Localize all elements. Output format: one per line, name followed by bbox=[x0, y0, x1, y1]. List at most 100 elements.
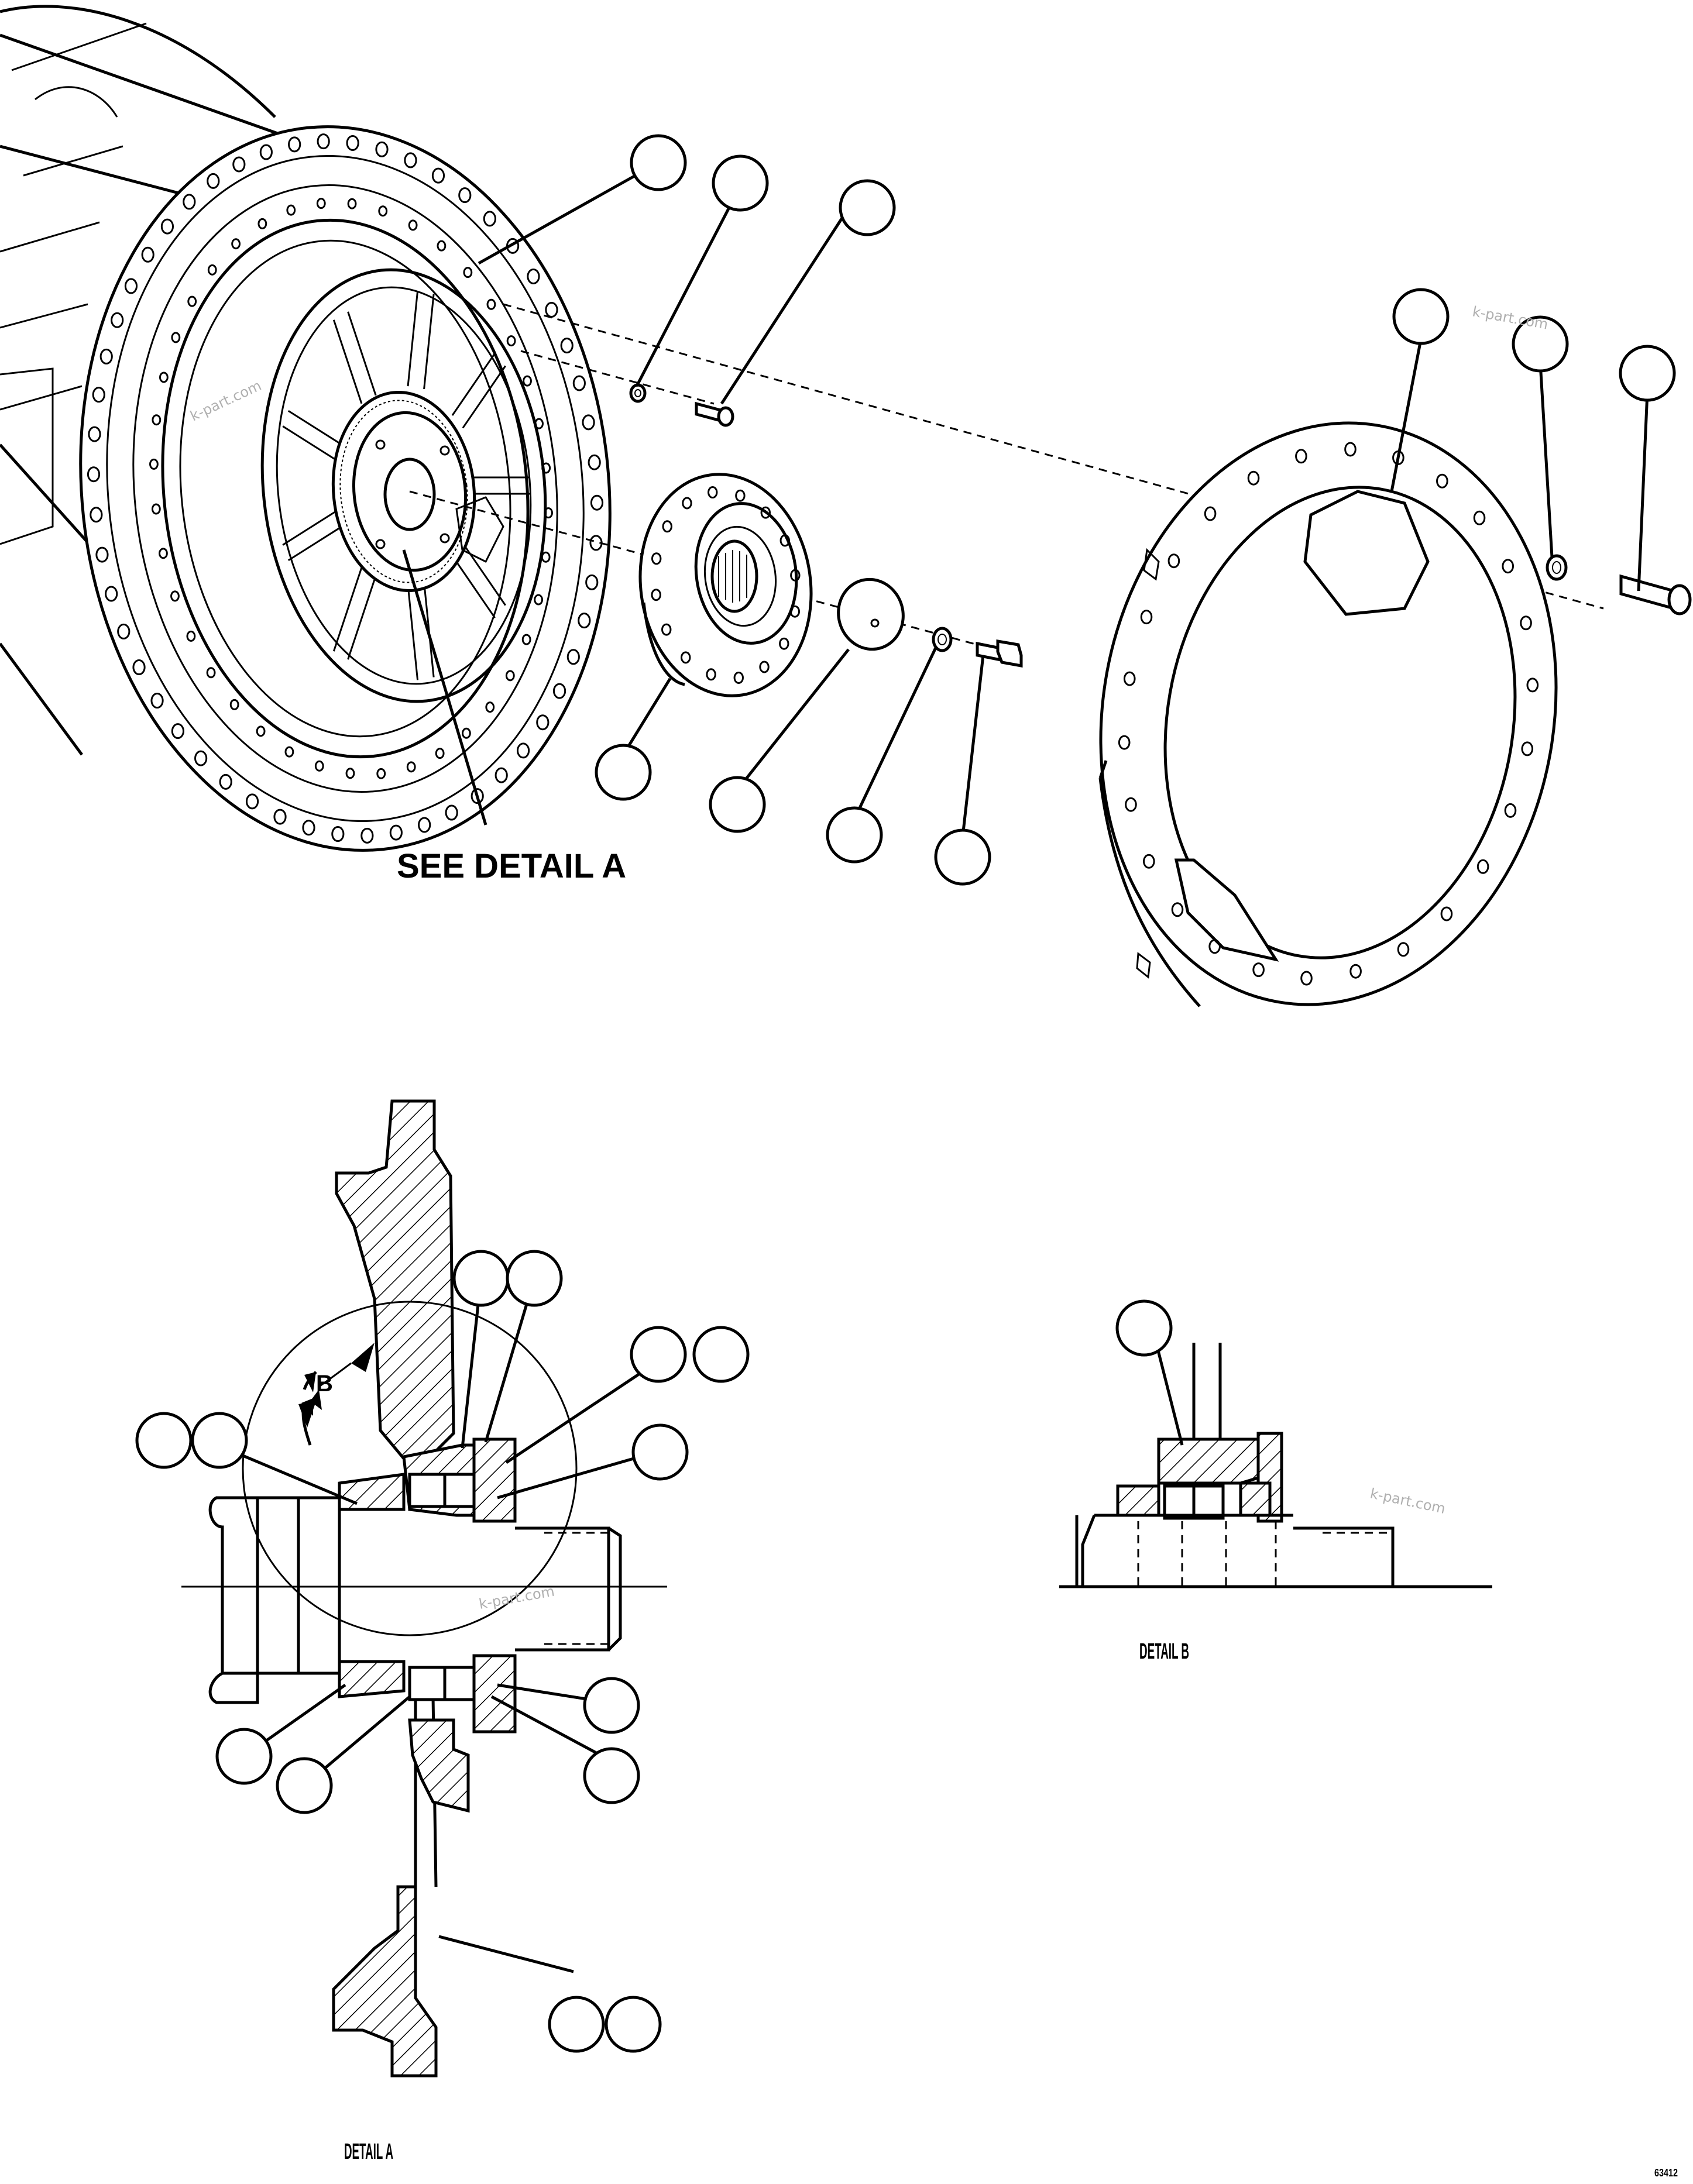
detail-b-boundary-circle bbox=[242, 1301, 578, 1636]
bolt-hole bbox=[505, 670, 515, 682]
bolt-hole bbox=[286, 204, 296, 216]
output-flange bbox=[638, 473, 813, 697]
callout-bubble bbox=[595, 744, 652, 801]
bolt-hole bbox=[461, 727, 471, 739]
bolt-hole bbox=[463, 267, 473, 278]
bolt-hole bbox=[485, 701, 495, 713]
bolt-hole bbox=[661, 623, 672, 636]
bolt-hole bbox=[90, 507, 103, 523]
bolt-hole bbox=[256, 725, 266, 737]
bolt-hole bbox=[160, 218, 174, 235]
callout-bubble bbox=[631, 1423, 689, 1481]
callout-bubble bbox=[452, 1250, 510, 1307]
bolt-hole bbox=[375, 141, 389, 157]
bolt-hole bbox=[88, 426, 101, 442]
lock-washer-upper bbox=[629, 383, 647, 403]
callout-bubble bbox=[712, 154, 769, 212]
bolt-hole bbox=[124, 278, 138, 294]
bolt-hole bbox=[1520, 615, 1532, 631]
bolt-hole bbox=[708, 486, 718, 499]
bolt-hole bbox=[1502, 559, 1515, 574]
bolt-hole bbox=[760, 506, 771, 519]
top-callouts bbox=[402, 134, 1676, 886]
bolt-hole bbox=[483, 211, 496, 227]
bolt-hole bbox=[735, 489, 746, 502]
bolt-hole bbox=[1140, 610, 1153, 625]
callout-bubble bbox=[135, 1412, 193, 1469]
bolt-hole bbox=[99, 348, 113, 364]
bolt-hole bbox=[789, 605, 801, 618]
watermark-text: k-part.com bbox=[1369, 1485, 1447, 1517]
bolt-hole bbox=[1208, 939, 1221, 954]
callout-bubble bbox=[215, 1728, 273, 1785]
bolt-hole bbox=[219, 773, 232, 790]
bolt-hole bbox=[651, 589, 661, 601]
bolt-hole bbox=[378, 205, 388, 217]
callout-bubble bbox=[583, 1677, 640, 1734]
callout-bubble bbox=[506, 1250, 563, 1307]
callout-bubble bbox=[191, 1412, 248, 1469]
bolt-hole bbox=[360, 827, 374, 844]
bolt-hole bbox=[151, 503, 161, 515]
bolt-hole bbox=[527, 268, 540, 284]
detail-a-label: DETAIL A bbox=[344, 2140, 393, 2164]
bolt-hole bbox=[273, 809, 287, 825]
bolt-hole bbox=[408, 219, 418, 231]
bolt-hole bbox=[149, 458, 159, 470]
callout-bubble bbox=[1619, 345, 1676, 402]
bolt-hole bbox=[534, 594, 544, 606]
callout-bubble bbox=[709, 776, 766, 833]
detail-b-label: DETAIL B bbox=[1139, 1639, 1189, 1664]
callout-bubble bbox=[692, 1326, 750, 1383]
bolt-hole bbox=[1473, 510, 1486, 525]
spoke bbox=[451, 353, 506, 429]
bolt-hole bbox=[578, 613, 591, 629]
bolt-hole bbox=[105, 586, 118, 602]
bolt-hole bbox=[1436, 473, 1448, 489]
bolt-hole bbox=[152, 414, 162, 426]
bolt-hole bbox=[566, 649, 580, 665]
callout-bubble bbox=[605, 1996, 662, 2053]
cap-screw-upper bbox=[695, 401, 734, 427]
bolt-hole bbox=[471, 788, 484, 804]
bolt-hole bbox=[207, 173, 220, 189]
bolt-hole bbox=[406, 761, 416, 773]
bolt-hole bbox=[186, 630, 196, 642]
lock-washer-lower bbox=[932, 627, 953, 652]
bolt-hole bbox=[560, 338, 574, 354]
bolt-hole bbox=[229, 699, 239, 710]
spoke bbox=[282, 511, 341, 561]
bolt-hole bbox=[552, 683, 566, 699]
hex-bolt bbox=[976, 639, 1023, 668]
bolt-hole bbox=[331, 826, 345, 842]
callout-bubble bbox=[1115, 1299, 1173, 1357]
callout-bubble bbox=[276, 1757, 333, 1814]
bolt-hole bbox=[759, 661, 770, 673]
bolt-hole bbox=[187, 295, 197, 307]
watermark-text: k-part.com bbox=[1471, 303, 1550, 332]
bolt-hole bbox=[1521, 741, 1534, 756]
bolt-hole bbox=[1440, 906, 1453, 921]
bolt-hole bbox=[159, 372, 169, 383]
spoke bbox=[474, 476, 530, 495]
bolt-hole bbox=[590, 494, 604, 511]
bolt-hole bbox=[132, 659, 146, 676]
bolt-hole bbox=[257, 218, 267, 229]
bolt-hole bbox=[431, 167, 445, 184]
bolt-hole bbox=[1526, 677, 1539, 693]
bolt-hole bbox=[1295, 449, 1307, 464]
view-arrow-b-label: B bbox=[316, 1371, 333, 1397]
bolt-hole bbox=[259, 144, 273, 160]
transmission-housing bbox=[0, 5, 612, 852]
bolt-hole bbox=[706, 668, 716, 681]
spoke bbox=[332, 567, 377, 660]
bolt-hole bbox=[1171, 902, 1184, 917]
bolt-hole bbox=[376, 768, 386, 779]
bolt-hole bbox=[111, 312, 124, 328]
bolt-hole bbox=[245, 793, 259, 810]
bolt-hole bbox=[316, 198, 326, 209]
bolt-hole bbox=[284, 746, 294, 758]
bolt-hole bbox=[435, 748, 445, 759]
adapter-ring bbox=[1098, 421, 1558, 1007]
